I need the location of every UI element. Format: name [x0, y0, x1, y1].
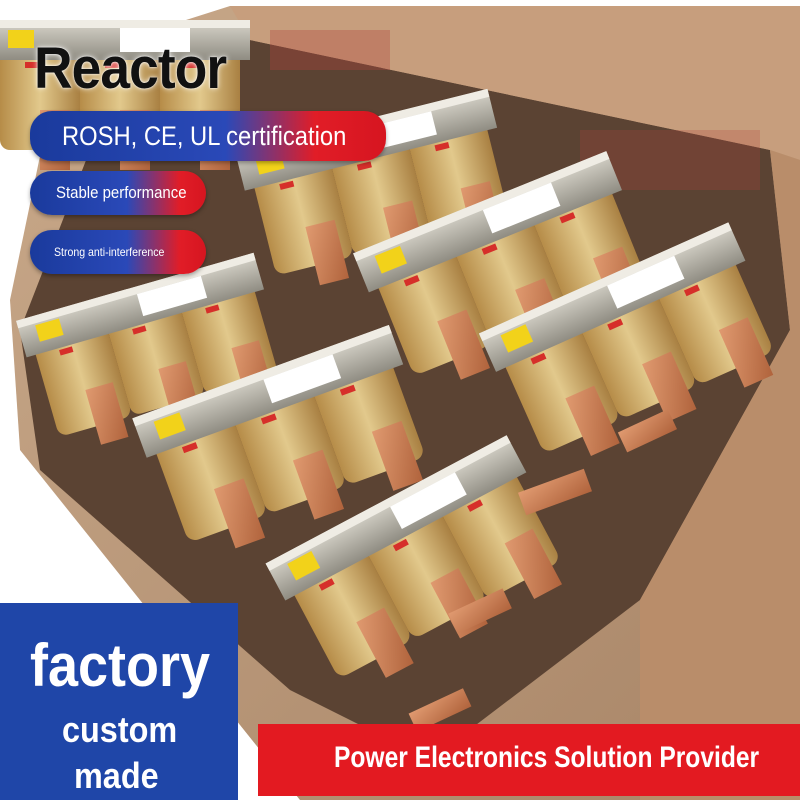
factory-panel — [0, 603, 238, 800]
factory-line-2: custom — [62, 709, 178, 750]
provider-banner-label: Power Electronics Solution Provider — [334, 741, 760, 774]
factory-line-3: made — [74, 755, 159, 796]
provider-banner — [258, 724, 800, 796]
badge-anti-interference-label: Strong anti-interference — [54, 245, 165, 259]
factory-line-1: factory — [30, 632, 211, 699]
badge-anti-interference: Strong anti-interference — [30, 230, 206, 274]
badge-certification: ROSH, CE, UL certification — [30, 111, 386, 161]
headline: Reactor — [34, 36, 227, 101]
badge-stable-performance: Stable performance — [30, 171, 206, 215]
badge-certification-label: ROSH, CE, UL certification — [62, 120, 347, 151]
badge-stable-performance-label: Stable performance — [56, 183, 187, 202]
